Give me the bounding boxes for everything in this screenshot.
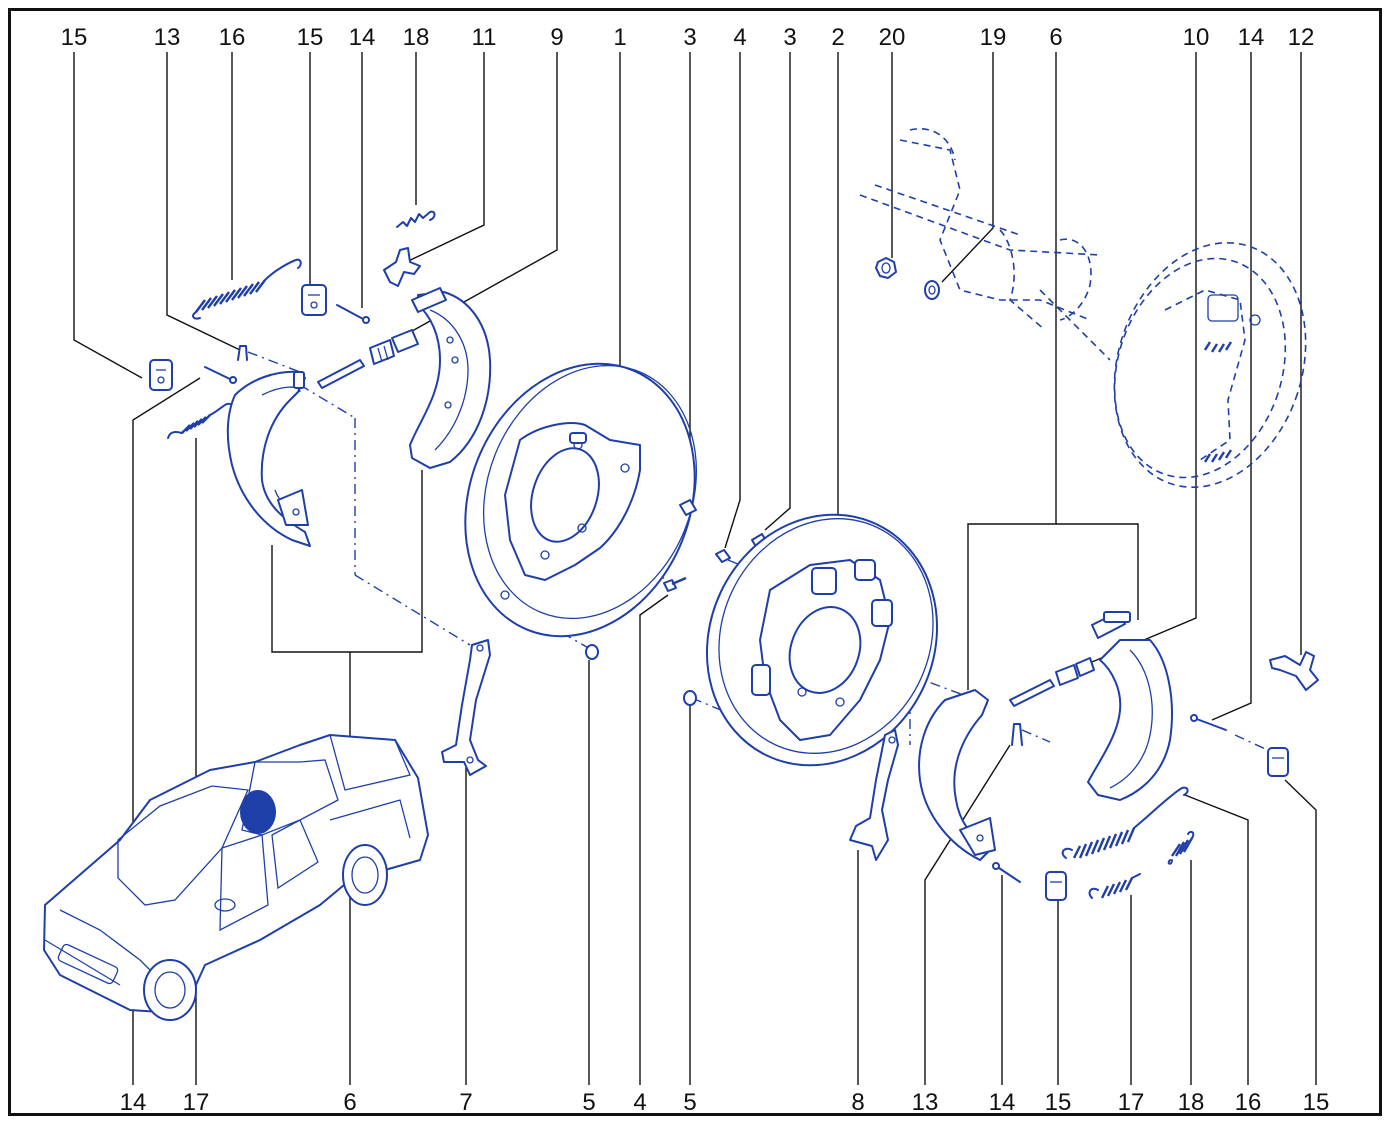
hold-down-pin-icon bbox=[336, 304, 370, 324]
bolt-icon bbox=[715, 549, 731, 563]
brake-shoe-left-icon bbox=[226, 370, 311, 547]
parking-brake-lever-icon bbox=[849, 729, 899, 861]
hold-down-clip-icon bbox=[1045, 871, 1067, 901]
callout-top-7: 11 bbox=[472, 24, 497, 51]
upper-spring-icon bbox=[192, 258, 302, 320]
adjuster-lever-icon bbox=[383, 247, 421, 287]
leader-bottom-6b bbox=[271, 470, 423, 653]
callout-top-17: 10 bbox=[1183, 24, 1210, 51]
leader-bottom-13a bbox=[924, 744, 1011, 1085]
callout-bottom-8: 8 bbox=[851, 1089, 864, 1116]
callout-top-8: 9 bbox=[550, 24, 563, 51]
lower-spring-icon bbox=[167, 402, 231, 439]
callout-bottom-10: 14 bbox=[989, 1089, 1016, 1116]
bush-icon bbox=[679, 499, 697, 516]
nut-icon bbox=[683, 690, 697, 706]
callout-top-13: 2 bbox=[831, 24, 844, 51]
left-hardware bbox=[149, 210, 492, 776]
callout-top-19: 12 bbox=[1288, 24, 1315, 51]
brake-shoe-front-icon bbox=[918, 689, 996, 861]
callout-top-1: 15 bbox=[61, 24, 88, 51]
callout-bottom-15: 15 bbox=[1303, 1089, 1330, 1116]
leader-top-4a bbox=[724, 52, 741, 549]
leader-top-14b bbox=[1211, 52, 1252, 721]
callout-top-18: 14 bbox=[1238, 24, 1265, 51]
callout-top-4: 15 bbox=[297, 24, 324, 51]
leader-top-6b bbox=[1056, 523, 1139, 620]
leader-top-3b bbox=[764, 52, 791, 531]
parking-brake-lever-icon bbox=[441, 639, 491, 776]
callout-bottom-2: 17 bbox=[183, 1089, 210, 1116]
hold-down-clip-icon bbox=[301, 284, 327, 316]
callout-top-3: 16 bbox=[219, 24, 246, 51]
callout-bottom-11: 15 bbox=[1045, 1089, 1072, 1116]
callout-bottom-13: 18 bbox=[1178, 1089, 1205, 1116]
callout-bottom-6: 4 bbox=[633, 1089, 646, 1116]
callout-bottom-7: 5 bbox=[683, 1089, 696, 1116]
adjuster-strut-icon bbox=[317, 329, 419, 389]
bottom-callouts: 14 17 6 7 5 4 5 8 13 14 15 17 18 16 15 bbox=[120, 1089, 1330, 1116]
leader-top-19a bbox=[941, 52, 994, 283]
small-spring-icon bbox=[396, 210, 436, 228]
bolt-icon bbox=[663, 576, 687, 592]
hold-down-pin-icon bbox=[992, 862, 1021, 883]
callout-top-5: 14 bbox=[349, 24, 376, 51]
leader-bottom-4a bbox=[639, 594, 669, 1085]
pickup-truck-thumbnail-icon bbox=[43, 734, 429, 1021]
callout-bottom-3: 6 bbox=[343, 1089, 356, 1116]
callout-bottom-12: 17 bbox=[1118, 1089, 1145, 1116]
callout-top-6: 18 bbox=[403, 24, 430, 51]
leader-bottom-16b bbox=[1184, 794, 1249, 1085]
backing-plate-right-icon bbox=[705, 513, 939, 767]
small-spring-icon bbox=[1167, 830, 1195, 865]
leader-top-11a bbox=[399, 52, 485, 266]
callout-top-11: 4 bbox=[733, 24, 746, 51]
washer-icon bbox=[924, 280, 940, 300]
small-clip-icon bbox=[237, 345, 248, 361]
hold-down-clip-icon bbox=[149, 359, 173, 391]
adjuster-lever-icon bbox=[1269, 651, 1319, 691]
callout-bottom-1: 14 bbox=[120, 1089, 147, 1116]
brake-shoe-right-icon bbox=[409, 287, 492, 469]
axle-nut-icon bbox=[875, 257, 897, 279]
leader-top-15a bbox=[73, 52, 143, 379]
nut-icon bbox=[585, 644, 599, 660]
leader-top-10a bbox=[1091, 52, 1197, 663]
top-callouts: 15 13 16 15 14 18 11 9 1 3 4 3 2 20 19 6… bbox=[61, 24, 1315, 51]
callout-top-15: 19 bbox=[980, 24, 1007, 51]
leader-top-13a bbox=[166, 52, 241, 351]
leader-bottom-15d bbox=[1284, 779, 1317, 1085]
callout-bottom-4: 7 bbox=[459, 1089, 472, 1116]
right-hardware bbox=[849, 611, 1319, 901]
hold-down-pin-icon bbox=[204, 366, 237, 384]
callout-bottom-5: 5 bbox=[582, 1089, 595, 1116]
axle-housing-ghost-icon bbox=[859, 128, 1307, 489]
adjuster-strut-icon bbox=[1009, 657, 1095, 707]
callout-top-16: 6 bbox=[1049, 24, 1062, 51]
callout-bottom-14: 16 bbox=[1235, 1089, 1262, 1116]
hold-down-pin-icon bbox=[1190, 714, 1227, 731]
callout-top-2: 13 bbox=[154, 24, 181, 51]
callout-top-9: 1 bbox=[613, 24, 626, 51]
callout-top-12: 3 bbox=[783, 24, 796, 51]
lower-spring-icon bbox=[1088, 873, 1141, 899]
hold-down-clip-icon bbox=[1267, 747, 1289, 777]
callout-top-10: 3 bbox=[683, 24, 696, 51]
upper-spring-icon bbox=[1061, 786, 1189, 859]
brake-shoe-rear-icon bbox=[1087, 611, 1173, 801]
leader-top-6a bbox=[967, 52, 1057, 690]
callout-top-14: 20 bbox=[879, 24, 906, 51]
callout-bottom-9: 13 bbox=[912, 1089, 939, 1116]
backing-plate-left-icon bbox=[464, 362, 698, 638]
small-clip-icon bbox=[1011, 723, 1023, 746]
